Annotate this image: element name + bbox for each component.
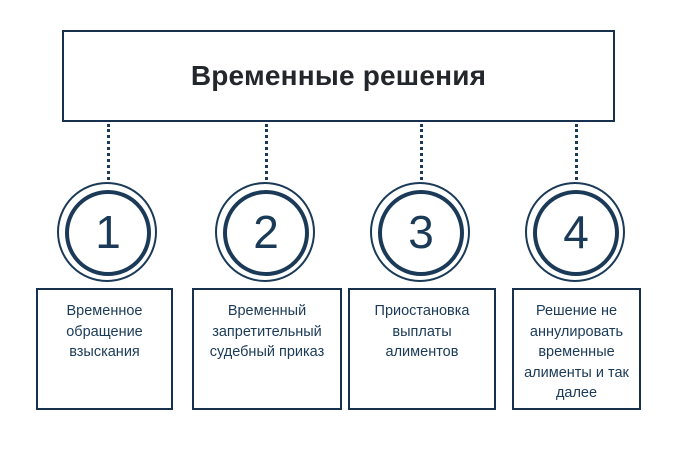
step-circle-1: 1 bbox=[57, 182, 157, 282]
step-circle-3: 3 bbox=[370, 182, 470, 282]
step-caption-box-4: Решение не аннулировать временные алимен… bbox=[512, 288, 641, 410]
step-caption-3: Приостановка выплаты алиментов bbox=[374, 303, 470, 361]
step-number-2: 2 bbox=[253, 206, 279, 258]
connector-line-1 bbox=[107, 124, 110, 180]
step-circle-inner-ring-4: 4 bbox=[533, 190, 619, 276]
step-number-4: 4 bbox=[563, 206, 589, 258]
step-caption-4: Решение не аннулировать временные алимен… bbox=[524, 303, 629, 402]
step-circle-inner-ring-3: 3 bbox=[378, 190, 464, 276]
step-circle-2: 2 bbox=[215, 182, 315, 282]
step-caption-box-3: Приостановка выплаты алиментов bbox=[348, 288, 496, 410]
step-caption-1: Временное обращение взыскания bbox=[66, 303, 143, 361]
connector-line-4 bbox=[575, 124, 578, 180]
step-caption-box-2: Временный запретительный судебный приказ bbox=[192, 288, 342, 410]
step-circle-4: 4 bbox=[525, 182, 625, 282]
step-number-3: 3 bbox=[408, 206, 434, 258]
connector-line-2 bbox=[265, 124, 268, 180]
step-caption-2: Временный запретительный судебный приказ bbox=[209, 303, 325, 361]
step-caption-box-1: Временное обращение взыскания bbox=[36, 288, 173, 410]
step-circle-inner-ring-1: 1 bbox=[65, 190, 151, 276]
diagram-title-box: Временные решения bbox=[62, 30, 615, 122]
step-circle-inner-ring-2: 2 bbox=[223, 190, 309, 276]
diagram-title: Временные решения bbox=[190, 59, 487, 91]
connector-line-3 bbox=[420, 124, 423, 180]
step-number-1: 1 bbox=[95, 206, 121, 258]
